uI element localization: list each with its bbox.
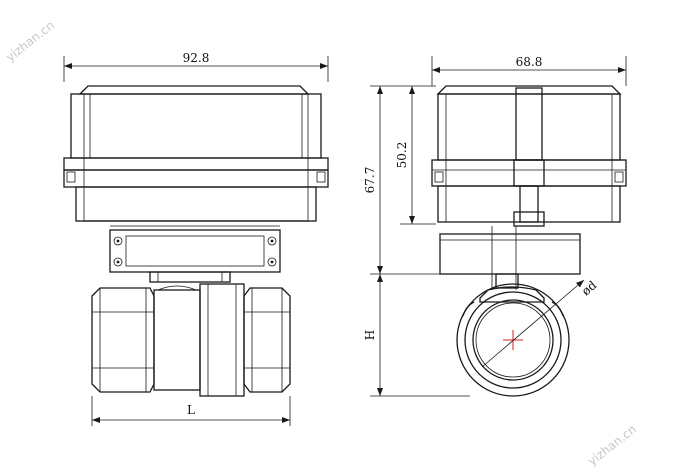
dimension-label-body-height: H <box>363 330 377 340</box>
side-view: ød 68.8 50.2 67.7 H <box>363 55 627 397</box>
dimension-total-height: 67.7 <box>363 85 440 275</box>
dimension-label-total-height: 67.7 <box>363 167 377 194</box>
dimension-body-height: H <box>363 274 470 397</box>
dimension-label-front-width: 92.8 <box>183 51 210 65</box>
dimension-label-body-length: L <box>187 403 195 417</box>
front-valve-body <box>91 283 291 397</box>
dimension-actuator-height: 50.2 <box>395 85 436 225</box>
front-clamp-band <box>63 157 329 188</box>
dimension-front-width: 92.8 <box>63 51 329 82</box>
dimension-body-length: L <box>91 396 291 426</box>
dimension-label-port-diameter: ød <box>579 278 600 299</box>
front-actuator-cover <box>70 85 322 159</box>
side-mounting-bracket <box>439 226 581 290</box>
side-pipe-port: ød <box>456 278 600 397</box>
front-view: 92.8 L <box>63 51 329 426</box>
front-mounting-bracket <box>109 225 281 283</box>
watermark-bottom-right: yizhan.cn <box>585 422 639 468</box>
dimension-label-actuator-height: 50.2 <box>395 142 409 169</box>
diameter-leader <box>481 279 585 368</box>
side-actuator-cover <box>436 85 622 161</box>
dimension-side-width: 68.8 <box>431 55 627 86</box>
front-lower-housing <box>75 186 317 222</box>
watermark-top-left: yizhan.cn <box>3 18 57 64</box>
side-lower-housing <box>437 185 621 227</box>
dimension-label-side-width: 68.8 <box>516 55 543 69</box>
side-clamp-band <box>431 159 627 187</box>
